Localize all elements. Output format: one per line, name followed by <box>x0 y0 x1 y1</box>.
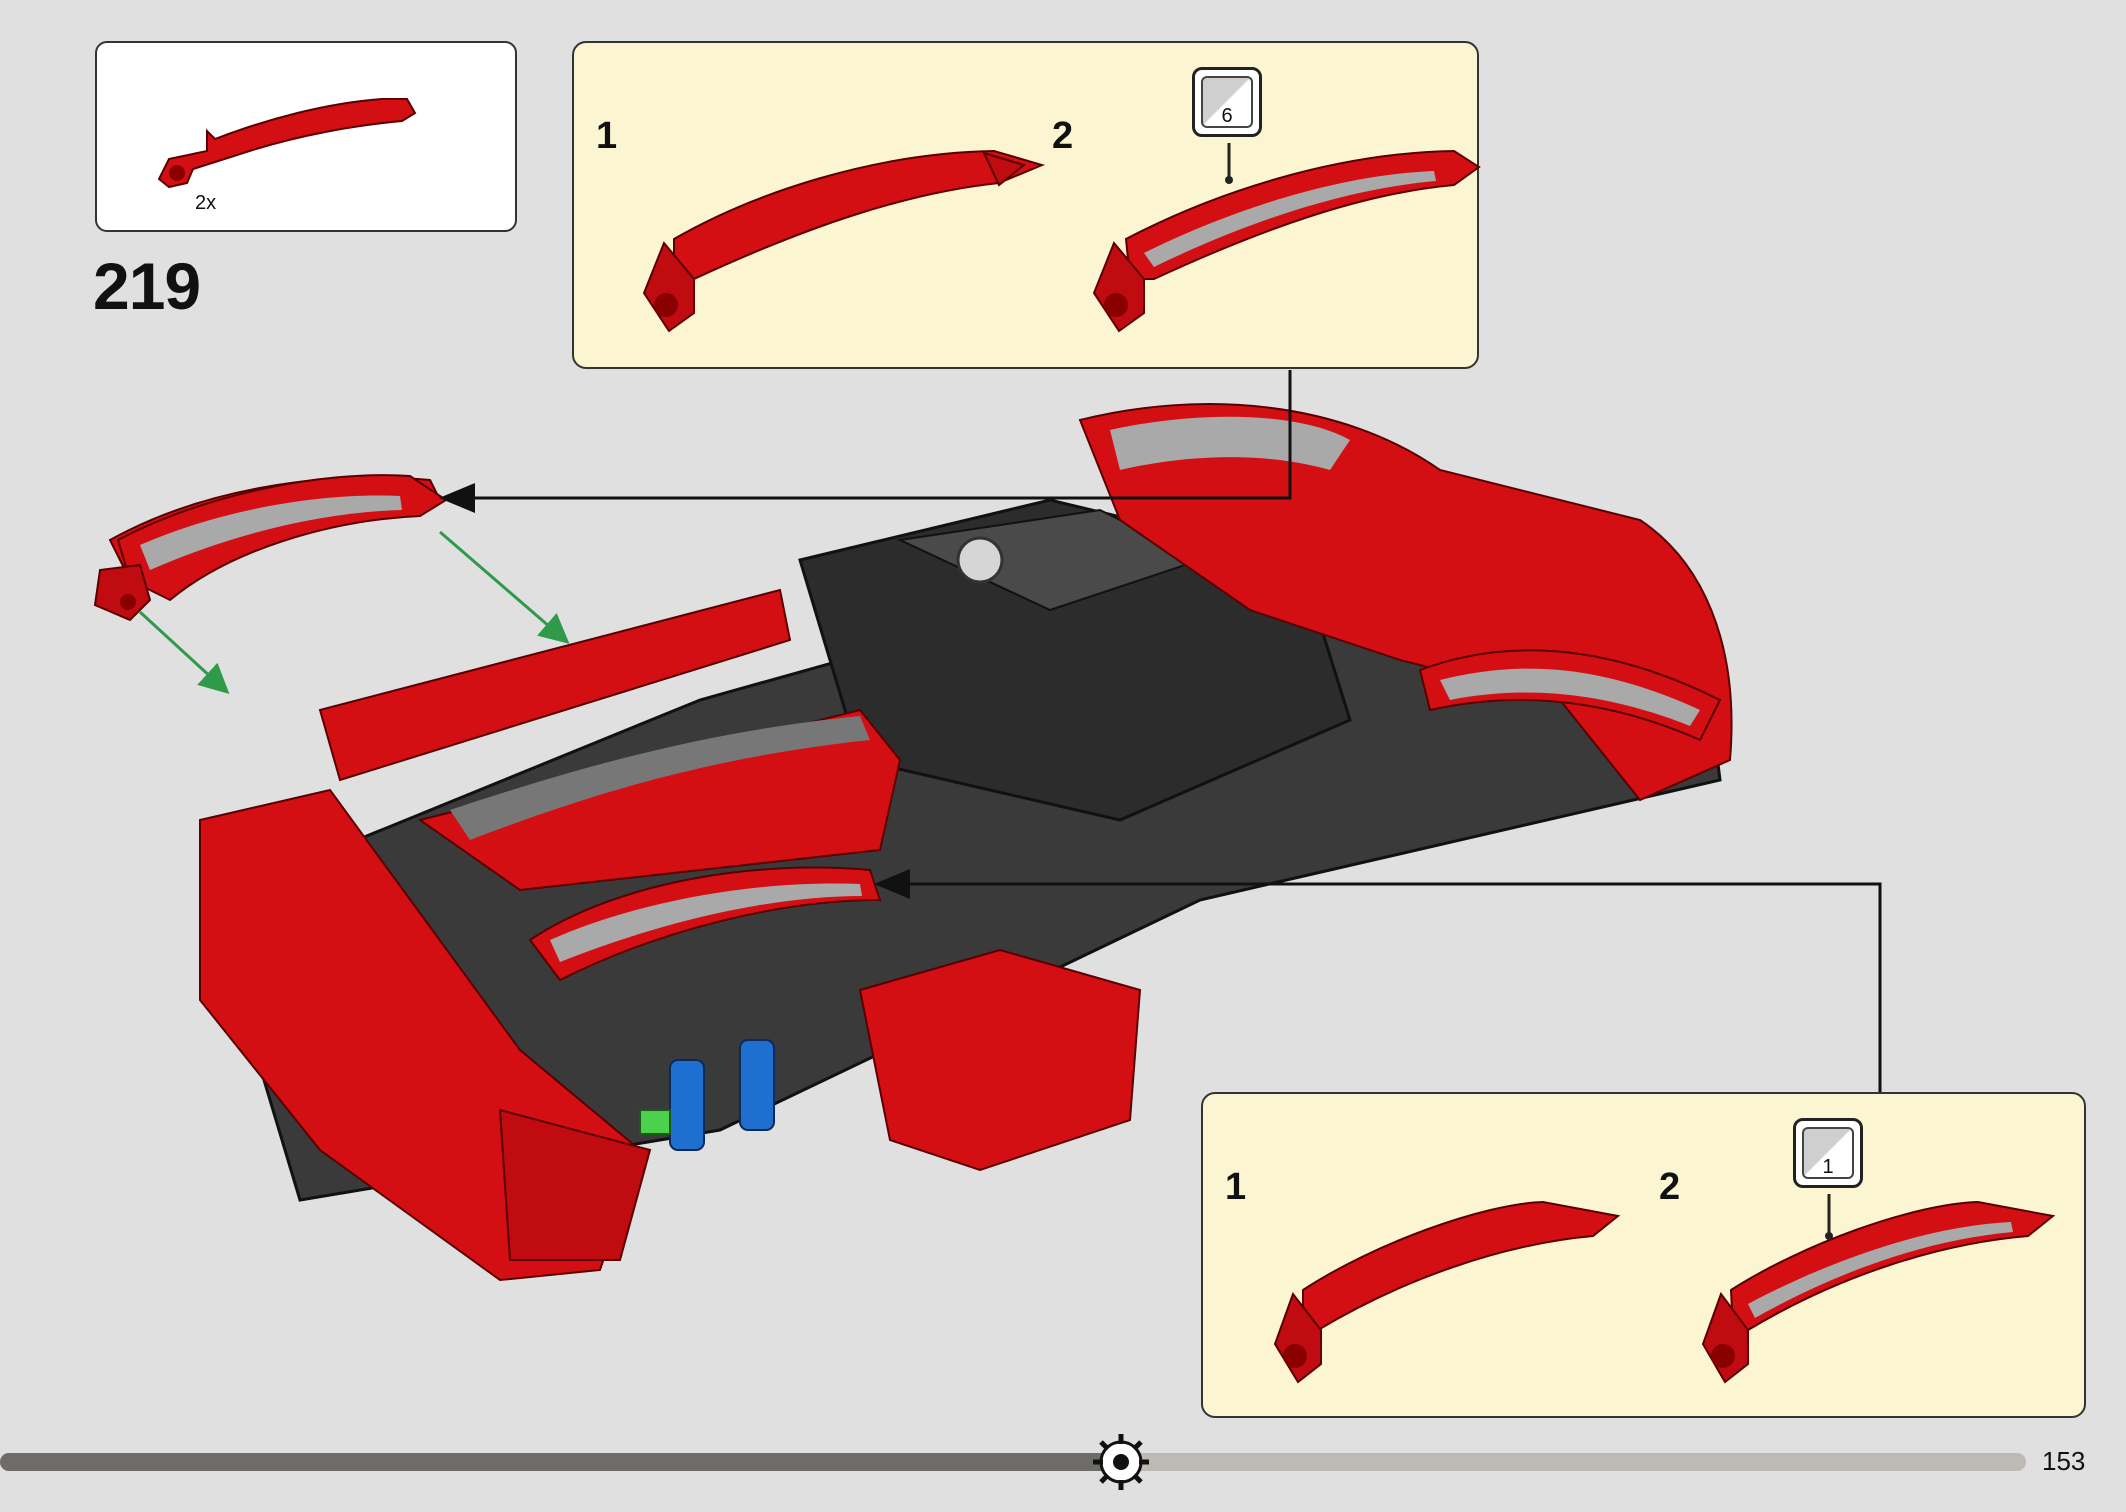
side-panel-front <box>417 708 902 892</box>
blue-pin <box>669 1059 705 1151</box>
callout-bottom-parts-image <box>1273 1194 2056 1384</box>
instruction-arrow-bottom <box>874 869 1882 1092</box>
plain-curved-panel <box>1273 1200 1621 1384</box>
instruction-arrow-top <box>439 370 1292 513</box>
plain-curved-panel <box>642 149 1045 333</box>
progress-bar-fill <box>0 1453 1125 1471</box>
sticker-number: 6 <box>1221 105 1233 127</box>
placement-arrow-green <box>439 530 570 644</box>
rear-fender-assembly <box>1078 403 1733 802</box>
sticker-badge: 1 <box>1793 1118 1863 1188</box>
placement-arrow-green <box>138 610 230 695</box>
engine-block <box>798 498 1352 822</box>
sub-step-2-label: 2 <box>1052 115 1074 157</box>
parts-list-box <box>95 41 517 232</box>
page-number: 153 <box>2042 1446 2086 1476</box>
attached-panel-rear <box>528 866 882 982</box>
front-nose <box>199 788 642 1282</box>
sticker-number: 1 <box>1822 1156 1834 1178</box>
progress-bar <box>0 1453 2026 1471</box>
floating-panel-body <box>116 474 448 602</box>
blue-pin <box>739 1039 775 1131</box>
sub-assembly-callout-top: 1 2 6 <box>572 41 1481 369</box>
callout-top-parts-image <box>642 143 1481 333</box>
rear-light-block <box>858 948 1142 1172</box>
part-curved-panel-image <box>157 98 417 189</box>
green-part <box>639 1109 671 1135</box>
side-panel-left <box>318 588 792 782</box>
sticker-badge: 6 <box>1192 67 1262 137</box>
sub-assembly-callout-bottom: 1 2 1 <box>1201 1092 2086 1418</box>
sticker-curved-panel <box>1701 1200 2056 1384</box>
floating-panel-top-left <box>108 476 442 582</box>
gear-part <box>956 536 1004 584</box>
sticker-curved-panel <box>1092 149 1481 333</box>
sub-step-1-label: 1 <box>596 115 618 157</box>
parts-quantity: 2x <box>195 192 217 214</box>
step-number: 219 <box>93 249 201 323</box>
